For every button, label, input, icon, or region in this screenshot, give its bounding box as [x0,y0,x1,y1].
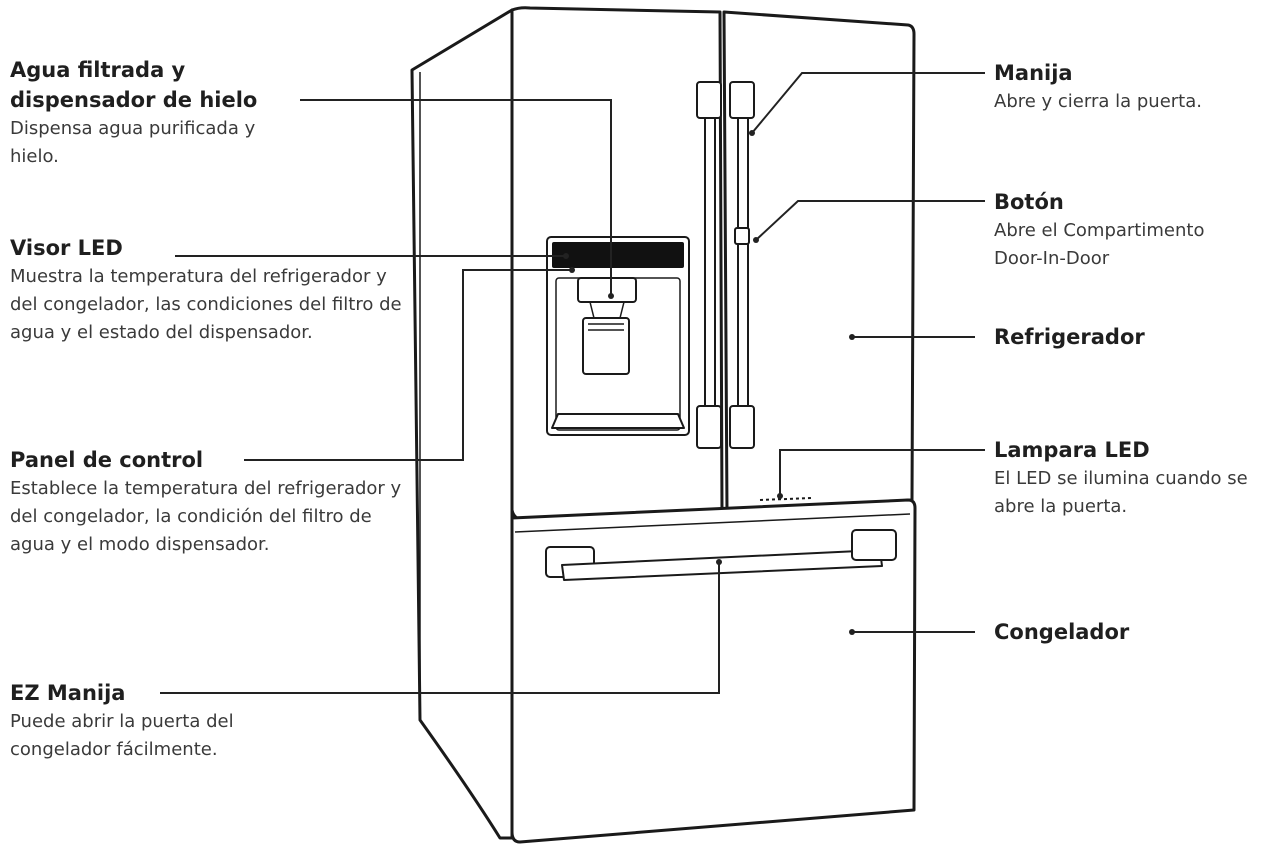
callout-dot-ez-handle [716,559,722,565]
callout-water-desc: Dispensa agua purificada y hielo. [10,118,256,167]
callout-led-lamp: Lampara LED El LED se ilumina cuando se … [994,435,1269,521]
callout-led-lamp-desc: El LED se ilumina cuando se abre la puer… [994,468,1248,517]
drip-tray [551,413,685,429]
callout-led-display-title: Visor LED [10,236,123,260]
callout-ez-handle: EZ Manija Puede abrir la puerta del cong… [10,678,300,764]
left-handle-cap-top [696,81,722,119]
callout-dot-refrigerator [849,334,855,340]
callout-ez-handle-title: EZ Manija [10,681,126,705]
callout-dot-led-display [563,253,569,259]
callout-line-water [300,99,612,296]
ice-chute [577,277,637,303]
freezer-drawer [510,498,917,844]
callout-dot-led-lamp [777,493,783,499]
callout-dot-control-panel [569,267,575,273]
right-fridge-door [722,10,916,514]
paddle-detail [588,323,624,331]
right-handle-cap-top [729,81,755,119]
callout-refrigerator: Refrigerador [994,322,1264,352]
callout-water: Agua filtrada y dispensador de hielo Dis… [10,55,300,171]
callout-freezer-title: Congelador [994,620,1130,644]
drawer-bevel [514,513,911,533]
right-handle-bar [737,117,749,409]
left-handle-bar [704,117,716,409]
callout-line-button [755,200,985,241]
led-display-panel [552,242,684,268]
callout-line-ez-handle [160,562,720,694]
callout-ez-handle-desc: Puede abrir la puerta del congelador fác… [10,711,234,760]
callout-dot-handle [749,130,755,136]
callout-button: Botón Abre el Compartimento Door-In-Door [994,187,1264,273]
door-in-door-button [734,227,750,245]
callout-control-panel-desc: Establece la temperatura del refrigerado… [10,478,402,555]
callout-handle: Manija Abre y cierra la puerta. [994,58,1264,116]
callout-handle-desc: Abre y cierra la puerta. [994,91,1202,112]
callout-line-handle [751,72,985,134]
callout-dot-freezer [849,629,855,635]
callout-freezer: Congelador [994,617,1264,647]
callout-line-control-panel [244,269,572,461]
left-handle-cap-bottom [696,405,722,449]
callout-led-display-desc: Muestra la temperatura del refrigerador … [10,266,402,343]
led-lamp-strip [759,497,813,501]
right-handle-cap-bottom [729,405,755,449]
callout-button-desc: Abre el Compartimento Door-In-Door [994,220,1205,269]
callout-water-title: Agua filtrada y dispensador de hielo [10,58,258,112]
callout-line-led-lamp [779,449,985,496]
ez-handle-bar [561,549,883,581]
dispenser-paddle [582,317,630,375]
ez-handle-right-post [851,529,897,561]
callout-led-lamp-title: Lampara LED [994,438,1150,462]
callout-dot-water [608,293,614,299]
callout-button-title: Botón [994,190,1064,214]
callout-dot-button [753,237,759,243]
callout-control-panel-title: Panel de control [10,448,204,472]
callout-refrigerator-title: Refrigerador [994,325,1145,349]
callout-led-display: Visor LED Muestra la temperatura del ref… [10,233,405,347]
callout-control-panel: Panel de control Establece la temperatur… [10,445,405,559]
callout-handle-title: Manija [994,61,1073,85]
